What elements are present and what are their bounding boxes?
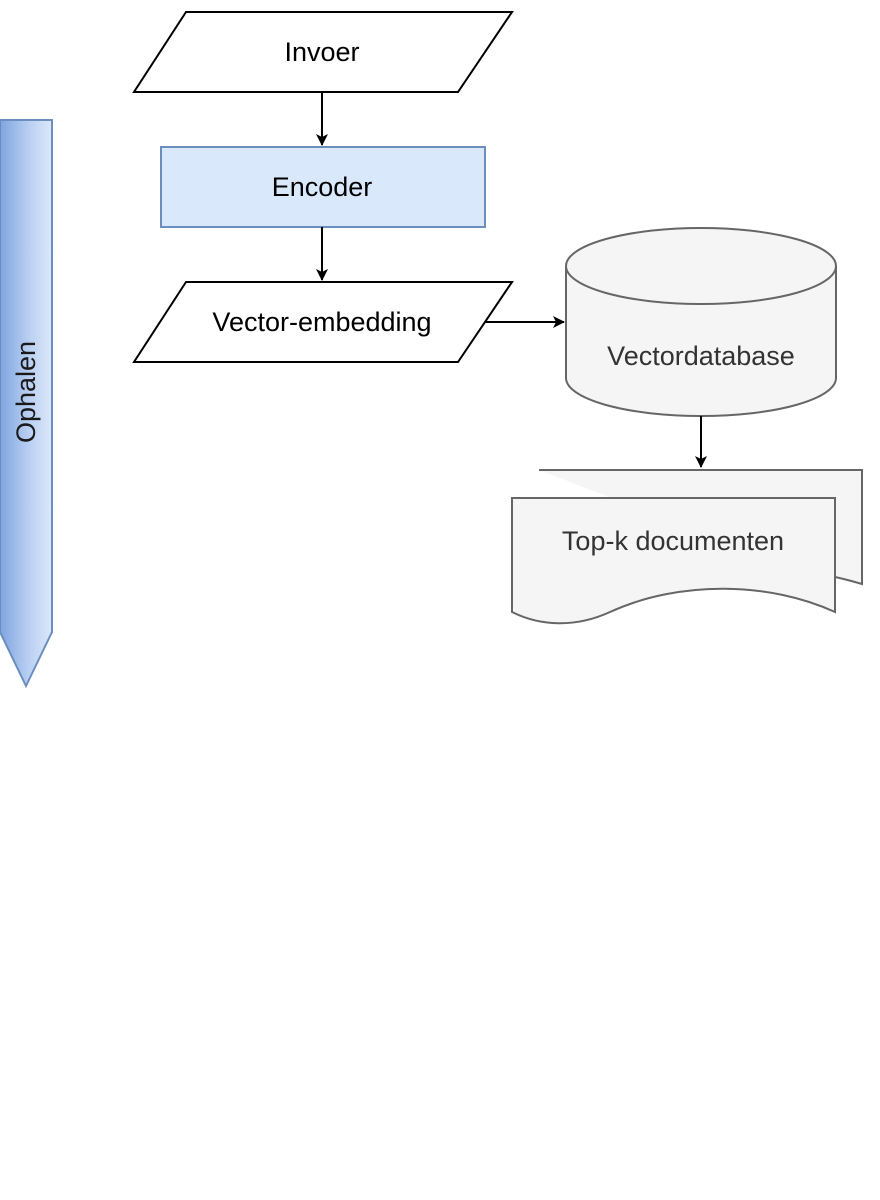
embedding-label: Vector-embedding (212, 307, 431, 337)
input-parallelogram (132, 11, 514, 93)
lane-ophalen: Ophalen (0, 119, 53, 689)
node-database[interactable]: Vectordatabase (565, 227, 837, 417)
documents-front-sheet (511, 497, 836, 625)
node-documents[interactable]: Top-k documenten (511, 469, 863, 625)
database-label: Vectordatabase (607, 341, 795, 371)
lane-label: Ophalen (11, 341, 41, 443)
database-cylinder-top (565, 227, 837, 305)
lane-arrow-shape (0, 119, 53, 689)
documents-label: Top-k documenten (562, 526, 784, 556)
node-embedding[interactable]: Vector-embedding (132, 281, 514, 363)
encoder-label: Encoder (272, 172, 373, 202)
node-encoder[interactable]: Encoder (160, 146, 486, 228)
input-label: Invoer (284, 37, 359, 67)
node-input[interactable]: Invoer (132, 11, 514, 93)
embedding-parallelogram (132, 281, 514, 363)
